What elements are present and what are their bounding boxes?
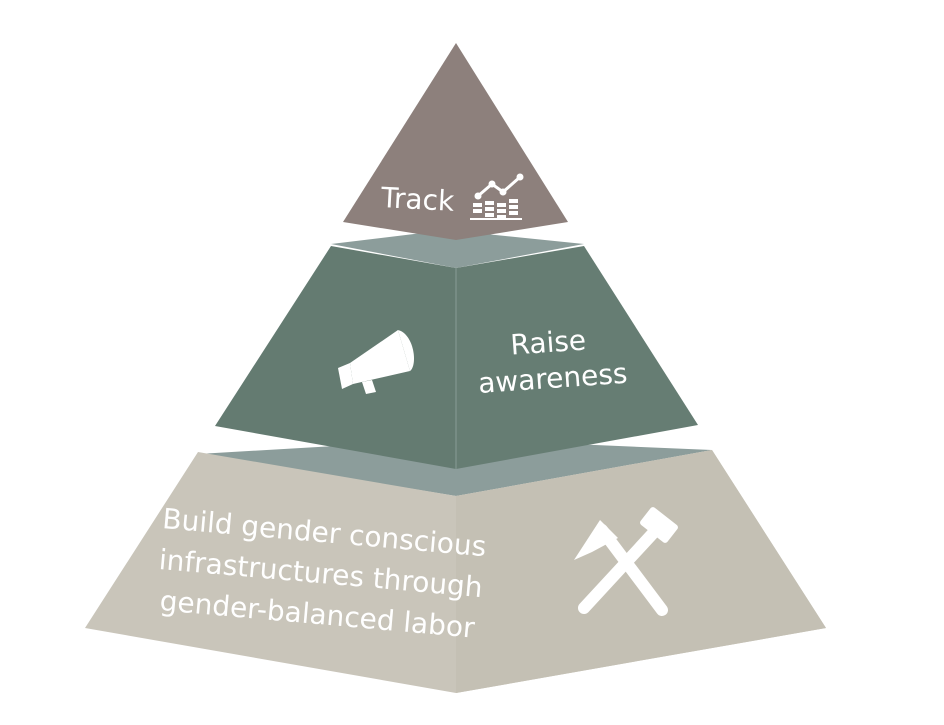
middle-tier: Raise awareness — [215, 230, 698, 469]
hammer-pickaxe-icon — [574, 507, 678, 616]
top-tier-face — [343, 43, 568, 240]
bottom-tier-right-shade — [456, 450, 826, 693]
middle-tier-right-face — [456, 246, 698, 469]
megaphone-icon — [338, 330, 414, 394]
middle-tier-top-slab — [331, 230, 584, 268]
top-tier-label: Track — [379, 181, 456, 218]
middle-tier-left-face — [215, 246, 456, 469]
bottom-tier: Build gender conscious infrastructures t… — [85, 439, 826, 693]
top-tier: Track — [343, 43, 568, 240]
line-chart-icon — [470, 173, 524, 220]
middle-tier-label-line-1: Raise — [509, 323, 587, 361]
